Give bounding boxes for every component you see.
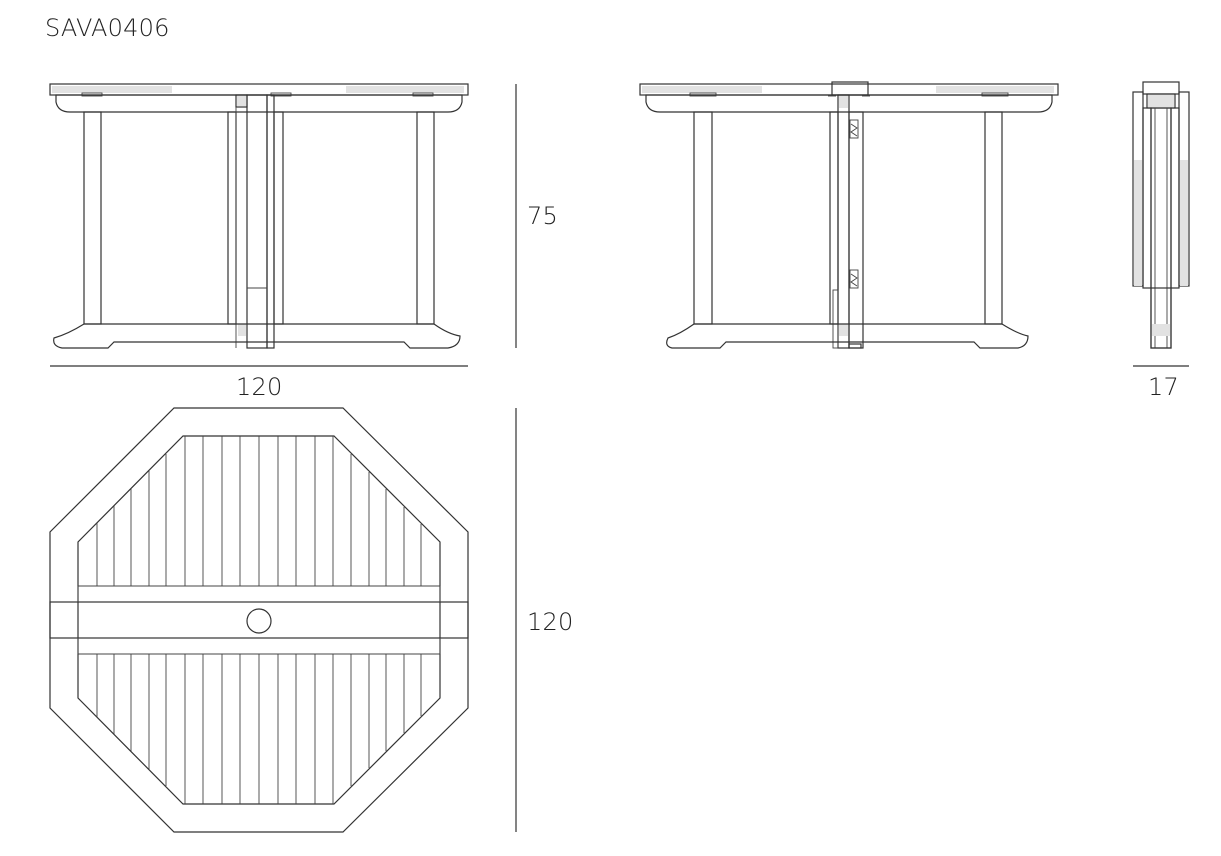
front-width-dimension: 120 [236, 373, 283, 401]
product-code: SAVA0406 [45, 14, 170, 42]
top-view [49, 407, 469, 833]
top-depth-dimension: 120 [527, 608, 574, 636]
side-profile-folded [1132, 81, 1190, 349]
front-view [49, 83, 469, 349]
side-depth-dimension: 17 [1148, 373, 1179, 401]
front-height-dimension: 75 [527, 202, 558, 230]
side-view-folded [639, 81, 1059, 349]
